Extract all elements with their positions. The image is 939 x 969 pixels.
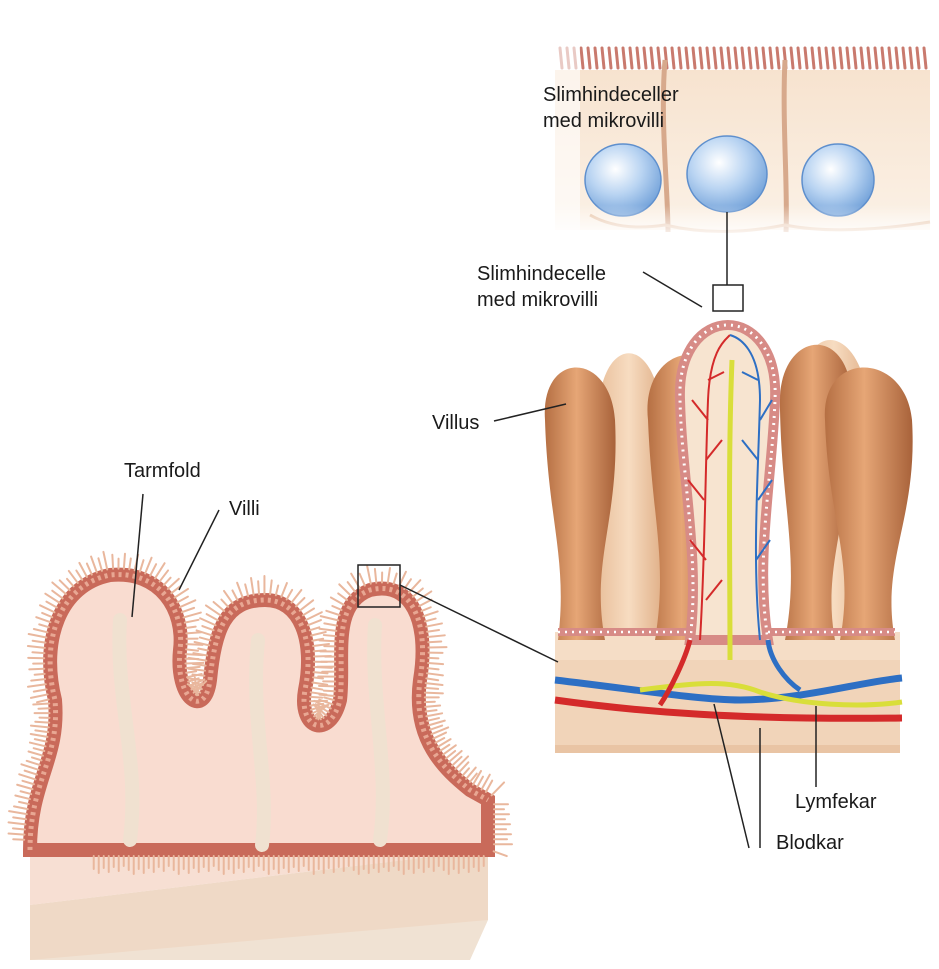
mucosal-cells-closeup <box>540 0 939 250</box>
nucleus-center <box>686 135 768 213</box>
lymph-vessel <box>639 681 903 708</box>
intestinal-folds <box>7 550 513 960</box>
label-cells-line1: Slimhindeceller <box>543 84 679 106</box>
leader-lines <box>131 271 817 849</box>
label-lymfekar: Lymfekar <box>795 791 877 813</box>
label-villus: Villus <box>432 412 480 434</box>
zoom-box-fold <box>357 564 401 608</box>
vein-vessel <box>554 674 903 704</box>
artery-vessel <box>554 696 903 722</box>
label-cell-line1: Slimhindecelle <box>477 263 606 285</box>
label-cell-line2: med mikrovilli <box>477 289 599 311</box>
label-blodkar: Blodkar <box>776 832 844 854</box>
label-villi: Villi <box>229 498 260 520</box>
label-tarmfold: Tarmfold <box>124 460 201 482</box>
villus-block <box>544 320 913 753</box>
zoom-connector-fold <box>399 584 559 663</box>
zoom-box-villus-tip <box>712 284 744 312</box>
label-cells-line2: med mikrovilli <box>543 110 665 132</box>
